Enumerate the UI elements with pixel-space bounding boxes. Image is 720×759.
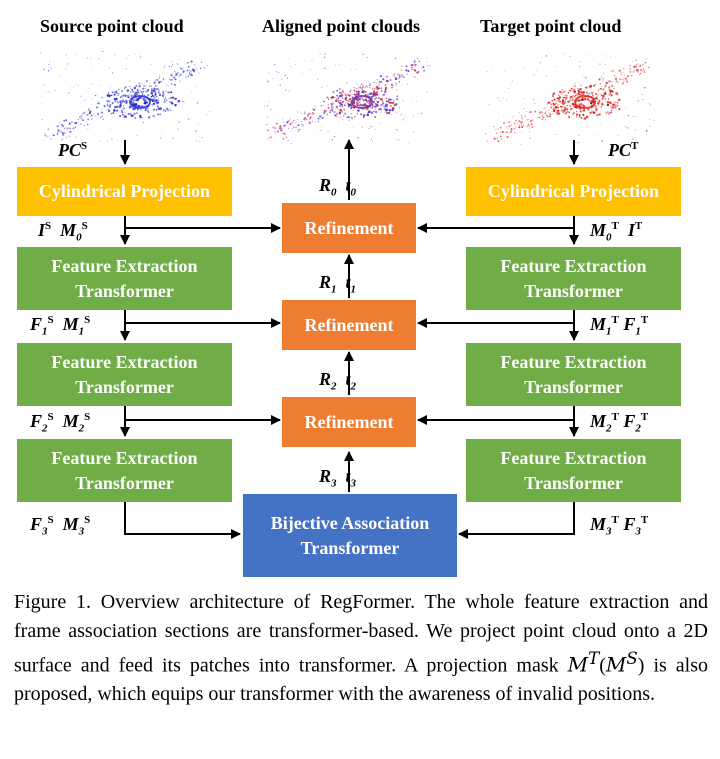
label-f2-m2-source: F2S M2S — [30, 411, 91, 435]
label-r3-t3: R3 t3 — [319, 466, 357, 490]
refinement-label: Refinement — [304, 217, 394, 238]
refinement-label: Refinement — [304, 314, 394, 335]
connector-arrows — [120, 139, 579, 539]
header-source: Source point cloud — [40, 16, 184, 36]
label-m1-f1-target: M1T F1T — [590, 314, 649, 338]
refinement-2: Refinement — [282, 397, 416, 447]
cylindrical-projection-source-label: Cylindrical Projection — [38, 181, 211, 202]
header-aligned: Aligned point clouds — [262, 16, 421, 36]
label-m2-f2-target: M2T F2T — [590, 411, 649, 435]
refinement-1: Refinement — [282, 300, 416, 350]
label-m3-f3-target: M3T F3T — [590, 514, 649, 538]
label-f3-m3-source: F3S M3S — [30, 514, 91, 538]
label-r0-t0: R0 t0 — [319, 175, 357, 199]
label-m0-i0-target: M0T IT — [590, 220, 643, 244]
aligned-point-cloud-image — [263, 50, 431, 145]
header-target: Target point cloud — [480, 16, 622, 36]
label-r2-t2: R2 t2 — [319, 369, 357, 393]
label-pc-source: PCS — [58, 140, 88, 160]
label-r1-t1: R1 t1 — [319, 272, 357, 296]
target-point-cloud-image — [485, 50, 655, 145]
cylindrical-projection-target-label: Cylindrical Projection — [487, 181, 660, 202]
label-f1-m1-source: F1S M1S — [30, 314, 91, 338]
label-pc-target: PCT — [608, 140, 639, 160]
source-point-cloud-image — [40, 50, 210, 145]
refinement-label: Refinement — [304, 411, 394, 432]
cylindrical-projection-target: Cylindrical Projection — [466, 167, 681, 216]
refinement-0: Refinement — [282, 203, 416, 253]
figure-caption: Figure 1. Overview architecture of RegFo… — [14, 591, 708, 706]
cylindrical-projection-source: Cylindrical Projection — [17, 167, 232, 216]
label-i0-m0-source: IS M0S — [38, 220, 88, 244]
